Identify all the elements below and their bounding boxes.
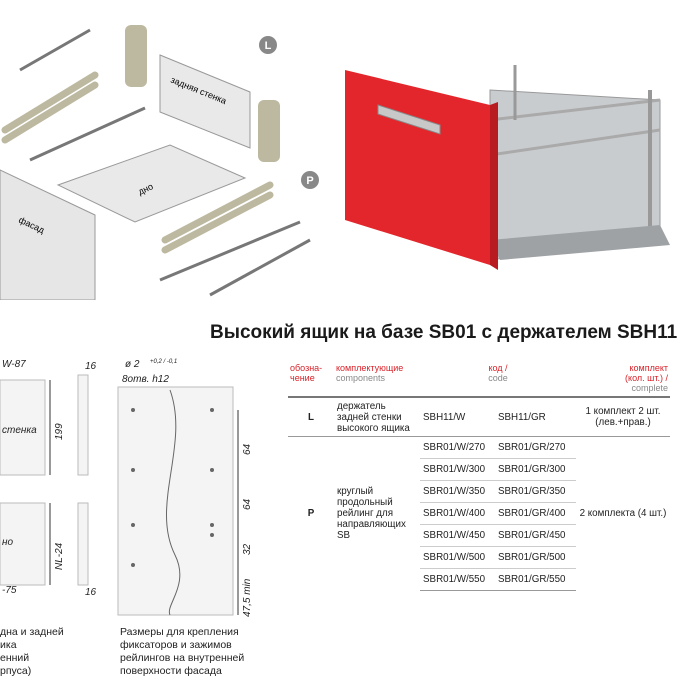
side-guides (19, 28, 311, 297)
table-cell: SBR01/GR/400 (494, 502, 576, 525)
dim-minus-75: -75 (2, 585, 17, 596)
back-wall-text: стенка (2, 425, 37, 436)
bottom-panel (56, 144, 247, 223)
dim-w-87: W-87 (2, 359, 26, 370)
hole-diameter: ø 2 (125, 359, 140, 370)
header-components: комплектующие components (334, 360, 420, 398)
table-cell: SBR01/W/550 (420, 568, 495, 591)
dim-16-bottom: 16 (85, 587, 97, 598)
table-cell: SBR01/GR/350 (494, 480, 576, 503)
drawer-rails (489, 98, 661, 157)
table-cell: SBR01/W/300 (420, 458, 495, 481)
table-cell: SBR01/W/350 (420, 480, 495, 503)
table-cell: SBR01/GR/450 (494, 524, 576, 547)
header-complete: комплект (кол. шт.) / complete (576, 360, 670, 398)
dim-199: 199 (54, 423, 65, 440)
caption-left: дна и задней ика енний рпуса) (0, 626, 64, 677)
back-panel (159, 54, 251, 149)
dim-47-5: 47,5 min (242, 578, 253, 617)
dim-64-b: 64 (242, 498, 253, 510)
red-facade (345, 70, 490, 265)
table-cell: SBR01/GR/550 (494, 568, 576, 591)
table-cell: SBR01/W/450 (420, 524, 495, 547)
dim-64-a: 64 (242, 443, 253, 455)
dimension-drawings: W-87 стенка 199 16 но NL-24 -75 16 ø 2 +… (0, 359, 253, 617)
table-cell: SBR01/GR/500 (494, 546, 576, 569)
table-row: P круглый продольный рейлинг для направл… (288, 436, 670, 541)
hole-count: 8отв. h12 (122, 374, 169, 385)
header-code: код / code (420, 360, 576, 398)
marker-p (301, 171, 319, 189)
table-cell: SBR01/W/500 (420, 546, 495, 569)
caption-right: Размеры для крепления фиксаторов и зажим… (120, 626, 245, 677)
page-title: Высокий ящик на базе SB01 с держателем S… (210, 322, 678, 343)
marker-l (259, 36, 277, 54)
back-holder-bracket-left (125, 25, 147, 87)
table-row: L держатель задней стенки высокого ящика… (288, 397, 670, 437)
table-header-row: обозна- чение комплектующие components к… (288, 360, 670, 398)
marker-p-text: P (306, 175, 313, 187)
facade-panel (0, 169, 96, 300)
hole-tolerance: +0,2 / -0,1 (150, 359, 177, 365)
bottom-text: но (2, 537, 14, 548)
table-cell: SBR01/W/400 (420, 502, 495, 525)
spec-table: обозна- чение комплектующие components к… (288, 360, 670, 591)
dim-nl-24: NL-24 (54, 542, 65, 570)
back-holder-bracket-right (258, 100, 280, 162)
marker-l-text: L (265, 40, 272, 52)
dim-16-top: 16 (85, 361, 97, 372)
rails-top (1, 71, 274, 254)
dim-32: 32 (242, 543, 253, 555)
drawer-handle (377, 104, 441, 135)
header-designation: обозна- чение (288, 360, 334, 398)
drawer-photo (345, 65, 670, 270)
exploded-assembly-drawing: фасад дно задняя стенка L P (0, 25, 319, 300)
drawer-base (490, 225, 670, 260)
table-cell: SBR01/GR/300 (494, 458, 576, 481)
